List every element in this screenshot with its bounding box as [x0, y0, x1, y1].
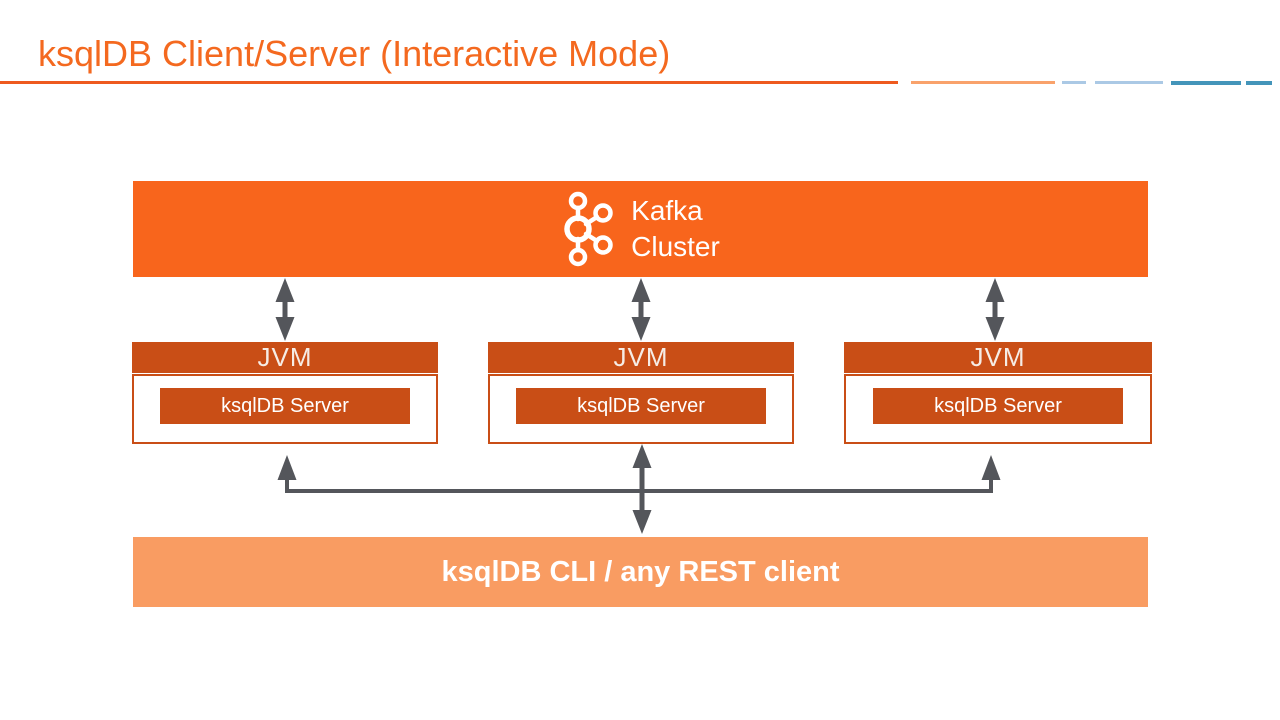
ksqldb-server-label: ksqlDB Server	[934, 394, 1062, 417]
client-connector-line	[285, 489, 993, 493]
ksqldb-server-box: ksqlDB Server	[873, 388, 1123, 424]
accent-rule-segment	[1062, 81, 1086, 84]
accent-rule-segment	[1171, 81, 1241, 85]
jvm3-client-up-arrow	[981, 455, 1001, 491]
kafka-jvm3-bidirectional-arrow	[985, 278, 1005, 341]
kafka-cluster-label: Kafka Cluster	[631, 193, 720, 265]
client-box: ksqlDB CLI / any REST client	[133, 537, 1148, 607]
jvm1-client-up-arrow	[277, 455, 297, 491]
client-label: ksqlDB CLI / any REST client	[441, 555, 840, 588]
title-underline	[0, 81, 898, 84]
jvm2-client-bidirectional-arrow	[632, 444, 652, 534]
ksqldb-server-box: ksqlDB Server	[160, 388, 410, 424]
ksqldb-server-label: ksqlDB Server	[221, 394, 349, 417]
kafka-label-line2: Cluster	[631, 231, 720, 262]
ksqldb-server-box: ksqlDB Server	[516, 388, 766, 424]
ksqldb-server-label: ksqlDB Server	[577, 394, 705, 417]
accent-rule-segment	[1246, 81, 1272, 85]
jvm-body: ksqlDB Server	[844, 374, 1152, 444]
kafka-jvm1-bidirectional-arrow	[275, 278, 295, 341]
jvm-box-2: JVM ksqlDB Server	[488, 342, 794, 444]
kafka-logo-icon	[564, 191, 613, 267]
jvm-body: ksqlDB Server	[488, 374, 794, 444]
kafka-jvm2-bidirectional-arrow	[631, 278, 651, 341]
jvm-header: JVM	[844, 342, 1152, 373]
jvm-box-1: JVM ksqlDB Server	[132, 342, 438, 444]
accent-rule-segment	[911, 81, 1055, 84]
kafka-cluster-box: Kafka Cluster	[133, 181, 1148, 277]
jvm-label: JVM	[613, 342, 669, 372]
jvm-header: JVM	[132, 342, 438, 373]
accent-rule-segment	[1095, 81, 1163, 84]
jvm-label: JVM	[257, 342, 313, 372]
jvm-body: ksqlDB Server	[132, 374, 438, 444]
kafka-label-line1: Kafka	[631, 195, 703, 226]
jvm-label: JVM	[970, 342, 1026, 372]
page-title: ksqlDB Client/Server (Interactive Mode)	[38, 33, 671, 74]
jvm-box-3: JVM ksqlDB Server	[844, 342, 1152, 444]
jvm-header: JVM	[488, 342, 794, 373]
